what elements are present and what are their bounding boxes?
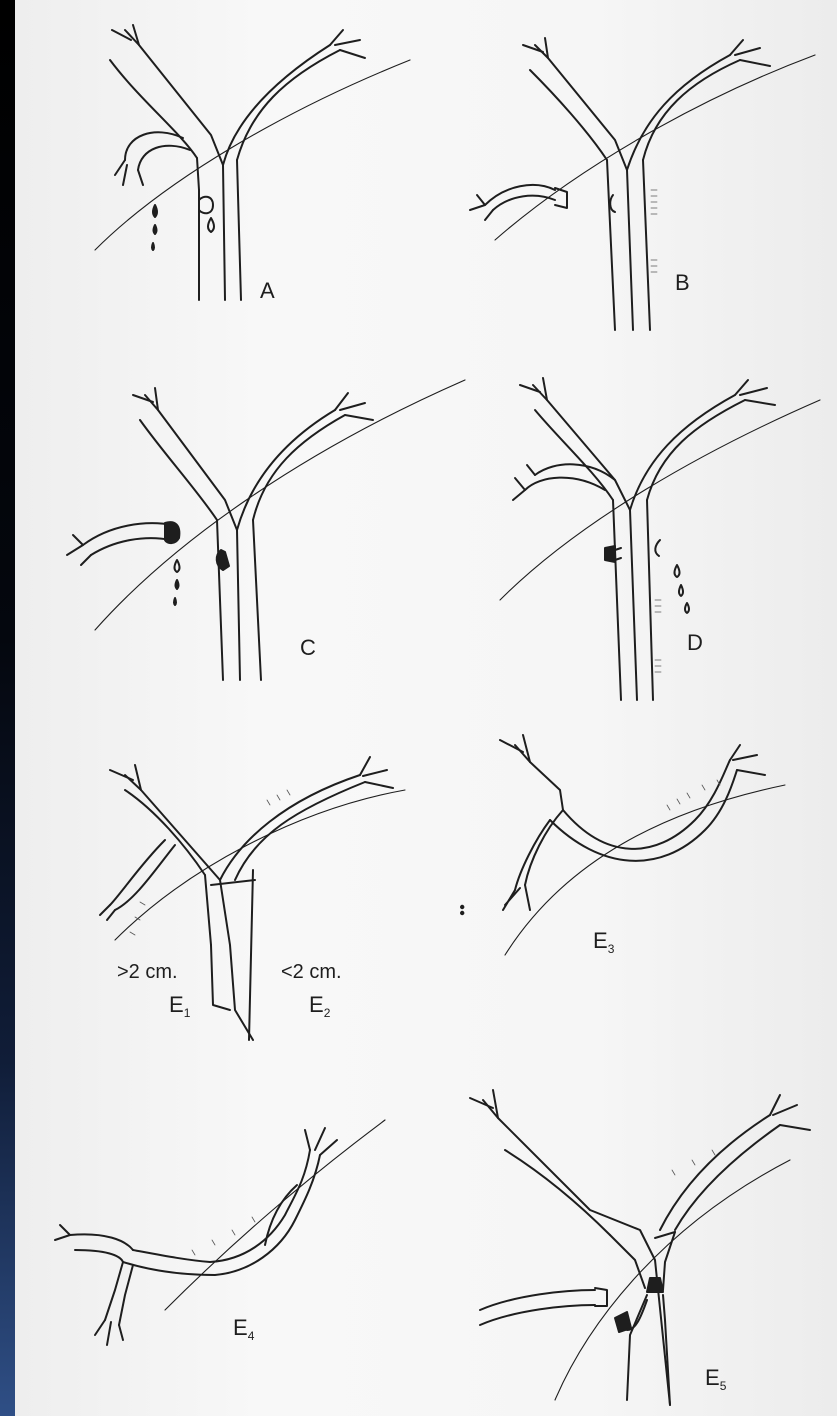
panel-e4: E4	[55, 1120, 385, 1345]
panel-b: B	[470, 38, 815, 330]
label-c: C	[300, 635, 316, 660]
label-a: A	[260, 278, 275, 303]
label-e3: E3	[593, 928, 615, 956]
e1-measure: >2 cm.	[117, 961, 178, 983]
panel-e3: E3	[461, 735, 785, 956]
label-e2: E2	[309, 992, 331, 1020]
panel-d: D	[500, 378, 820, 700]
label-e4: E4	[233, 1315, 255, 1343]
label-d: D	[687, 630, 703, 655]
panel-e5: E5	[470, 1090, 810, 1405]
panel-a: A	[95, 25, 410, 303]
panel-e1-e2: >2 cm. <2 cm. E1 E2	[100, 757, 405, 1040]
label-e5: E5	[705, 1365, 727, 1393]
label-b: B	[675, 270, 690, 295]
panel-c: C	[67, 380, 465, 680]
e2-measure: <2 cm.	[281, 961, 342, 983]
bile-duct-injury-diagram: A B C	[15, 0, 837, 1416]
label-e1: E1	[169, 992, 191, 1020]
